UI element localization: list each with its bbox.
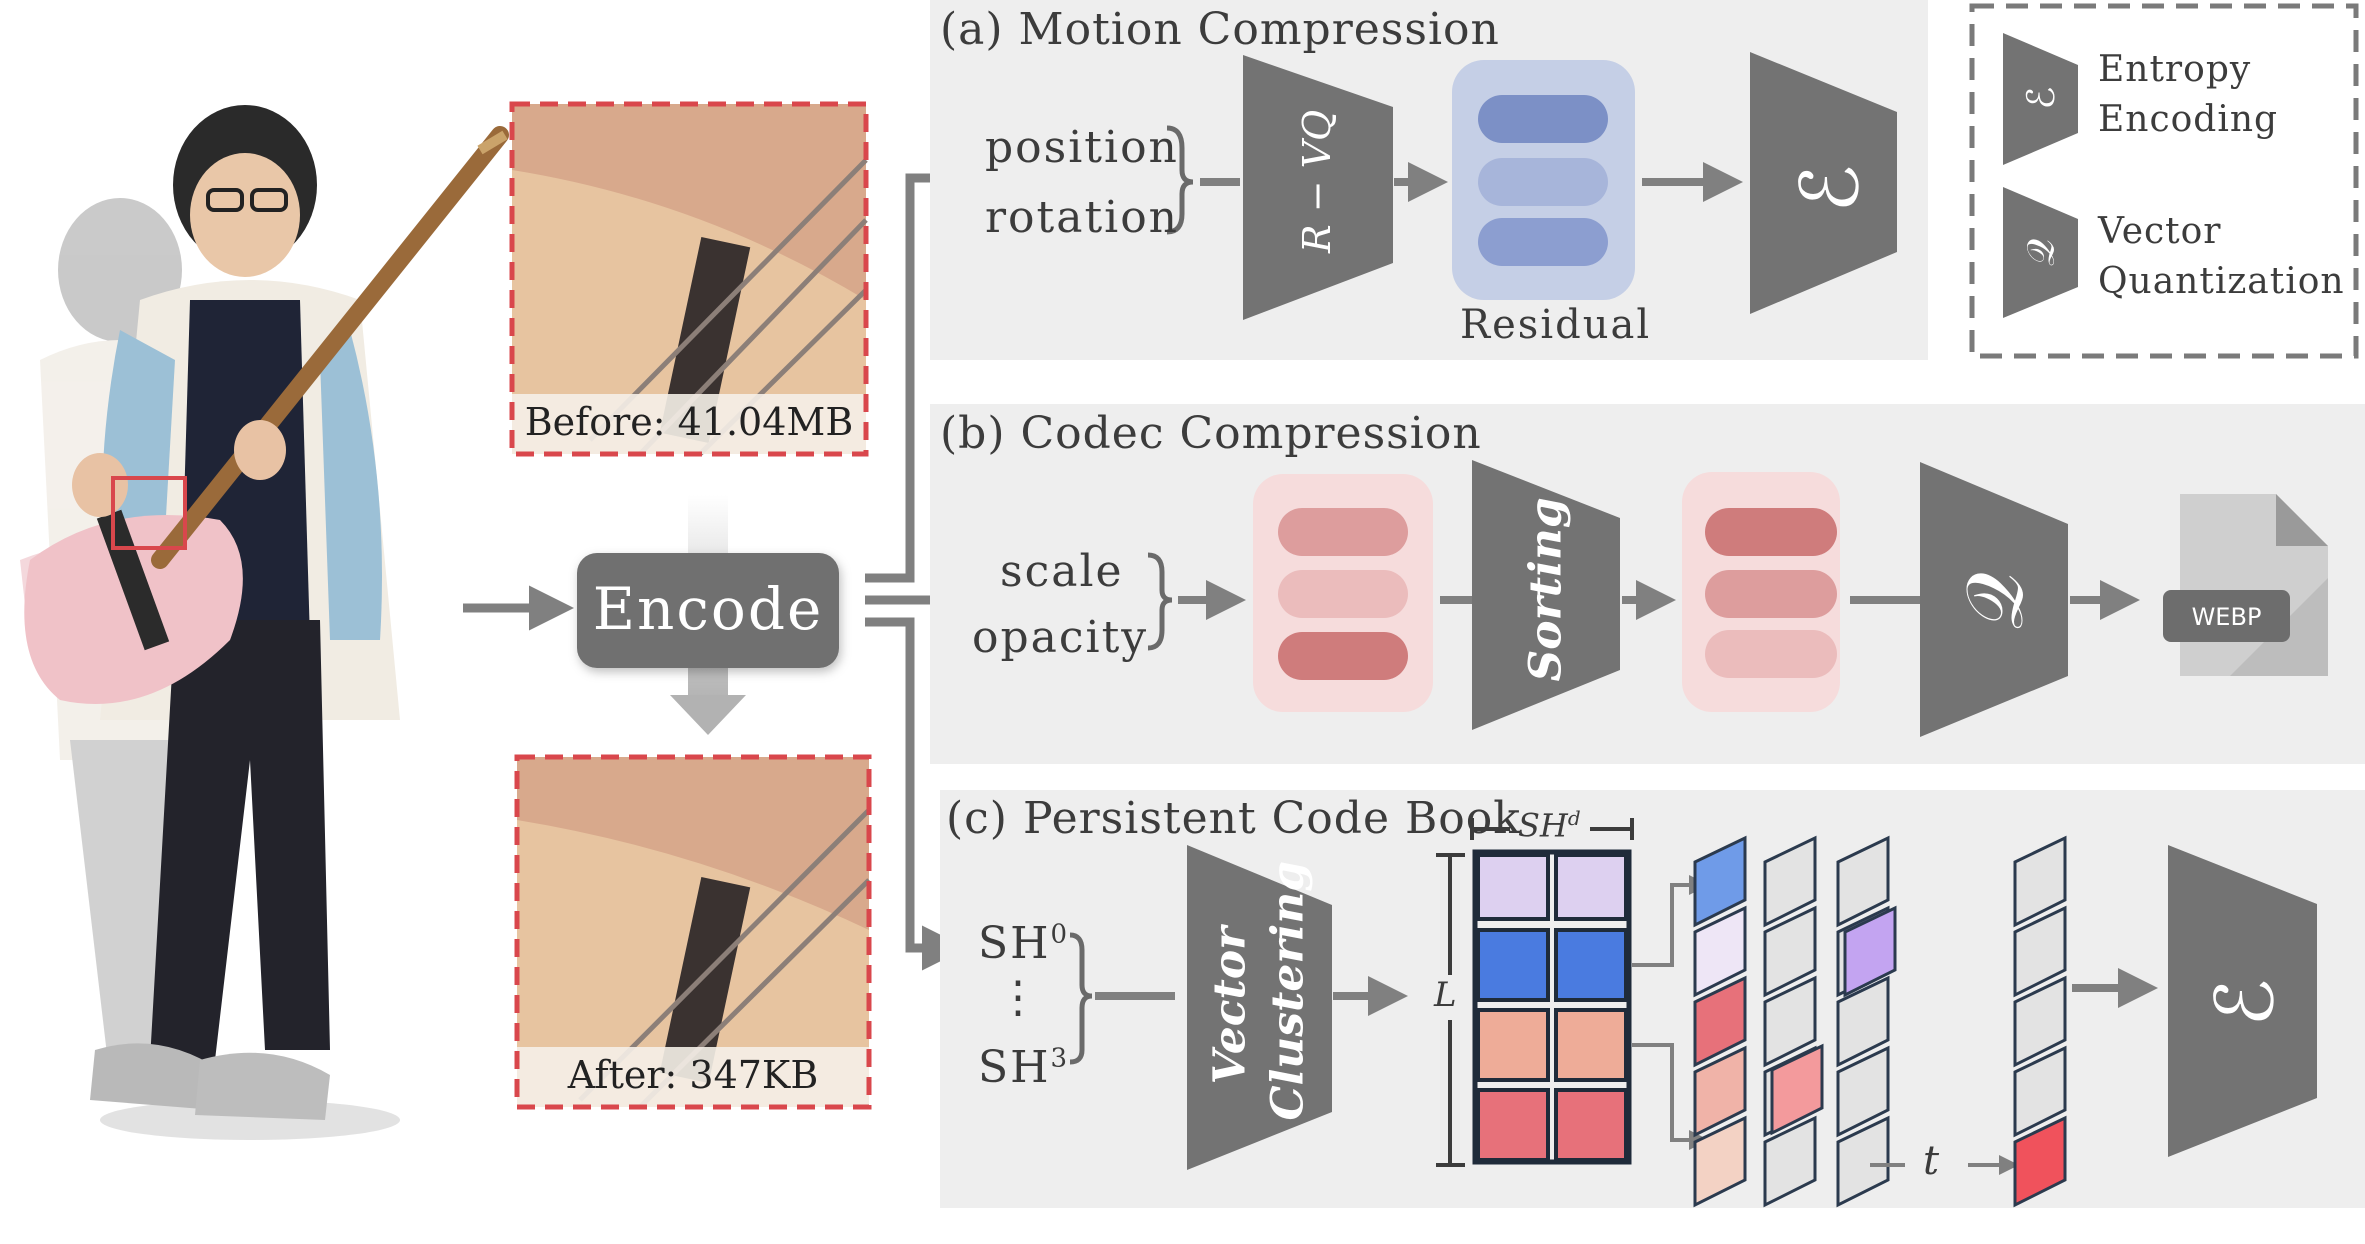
motion-compression-graphics: [1166, 52, 1897, 320]
codec-quant-symbol: 𝒬: [1948, 572, 2041, 630]
legend-entropy-text-1: Entropy: [2098, 49, 2252, 90]
before-size-label: Before: 41.04MB: [524, 400, 854, 444]
motion-compression-title: (a) Motion Compression: [940, 4, 1500, 55]
input-sh0: SH0: [978, 918, 1070, 969]
codebook-width-superscript: d: [1567, 806, 1581, 830]
legend-vq-symbol: 𝒬: [2018, 238, 2063, 267]
input-opacity: opacity: [972, 612, 1149, 663]
codec-compression-title: (b) Codec Compression: [940, 408, 1482, 459]
input-scale: scale: [1000, 546, 1124, 597]
after-size-label: After: 347KB: [567, 1053, 819, 1097]
sorting-label: Sorting: [1520, 497, 1572, 682]
webp-file-badge: WEBP: [2191, 603, 2262, 631]
legend-vq-shape: [2003, 187, 2078, 318]
clustering-label-clustering: Clustering: [1262, 861, 1314, 1121]
sh0-superscript: 0: [1050, 919, 1070, 950]
input-ellipsis: ⋮: [996, 972, 1042, 1023]
residual-label: Residual: [1460, 302, 1652, 348]
encode-label: Encode: [592, 575, 824, 643]
codebook-title: (c) Persistent Code Book: [946, 793, 1521, 844]
legend-entropy-shape: [2003, 33, 2078, 165]
performer-illustration: [20, 105, 509, 1140]
encode-block: [577, 553, 839, 668]
rvq-label: R − VQ: [1295, 109, 1339, 253]
codebook-height-label: L: [1434, 975, 1457, 1015]
clustering-label-vector: Vector: [1204, 926, 1256, 1085]
legend-vq-text-2: Quantization: [2098, 261, 2345, 302]
codebook-width-label: SHd: [1518, 806, 1581, 845]
before-crop: [509, 101, 869, 457]
codebook-graphics: [1069, 818, 2317, 1208]
sh3-superscript: 3: [1050, 1043, 1070, 1074]
legend-entropy-text-2: Encoding: [2098, 99, 2279, 140]
codebook-entropy-symbol: ℰ: [2198, 978, 2292, 1027]
legend-vq-text-1: Vector: [2098, 211, 2222, 252]
codec-compression-graphics: [1147, 460, 2328, 737]
legend-entropy-symbol: ℰ: [2019, 86, 2063, 110]
legend-box: [1969, 3, 2359, 359]
input-position: position: [985, 122, 1179, 173]
after-crop: [514, 754, 872, 1110]
input-sh3: SH3: [978, 1042, 1070, 1093]
input-rotation: rotation: [985, 192, 1180, 243]
motion-entropy-symbol: ℰ: [1783, 164, 1877, 213]
time-label: t: [1923, 1138, 1940, 1184]
